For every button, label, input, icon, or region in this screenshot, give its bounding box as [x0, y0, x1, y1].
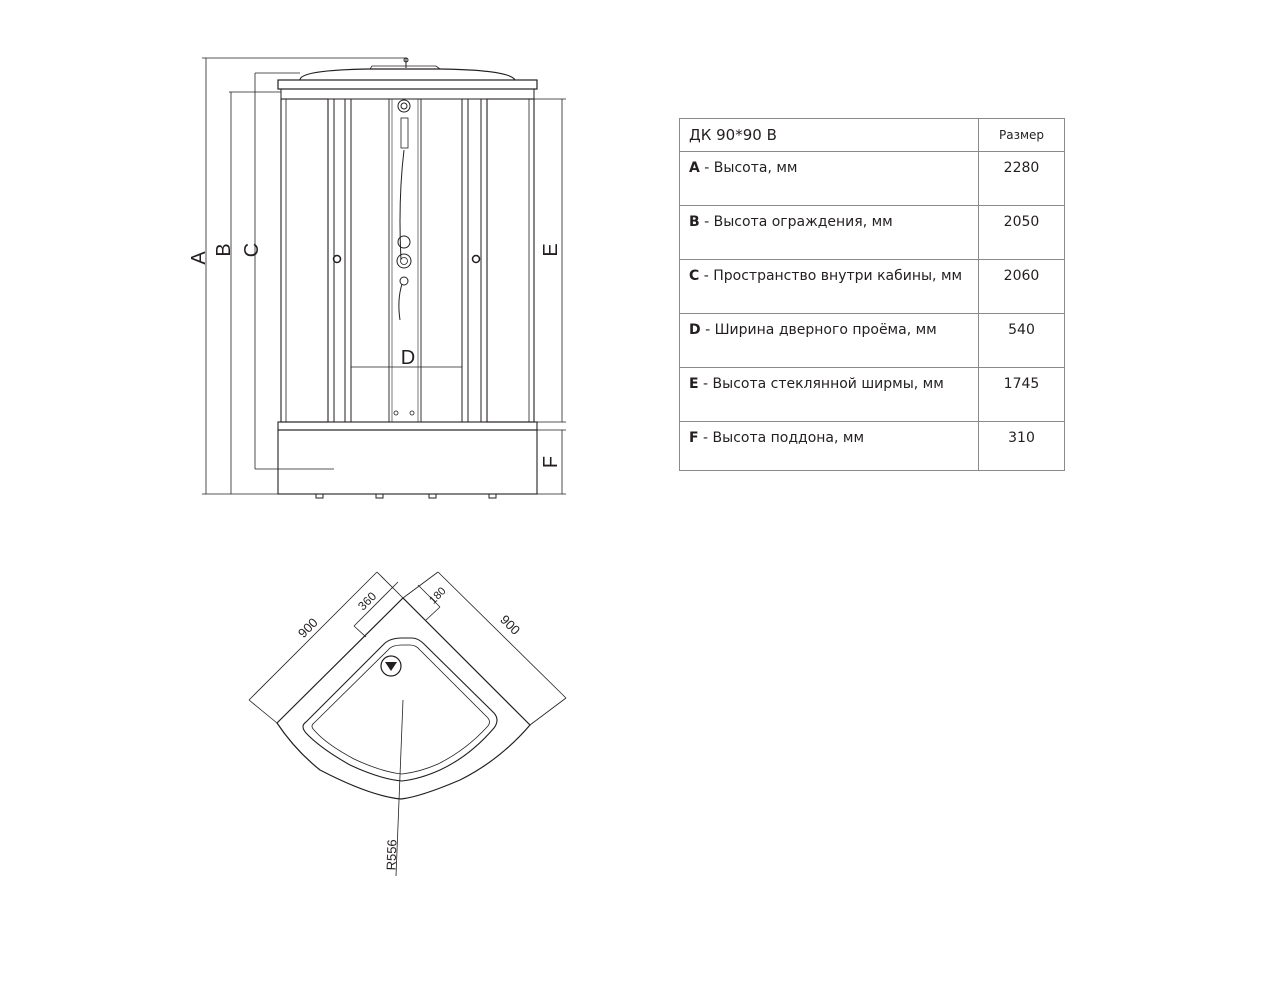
- label-e: E: [540, 243, 562, 256]
- row-letter: C: [689, 268, 700, 284]
- tray-rim: [277, 421, 538, 431]
- row-name: - Ширина дверного проёма, мм: [700, 322, 937, 338]
- row-value: 2050: [978, 205, 1065, 260]
- label-r556: R556: [383, 839, 399, 871]
- row-value: 540: [978, 313, 1065, 368]
- row-name: - Высота стеклянной ширмы, мм: [698, 376, 944, 392]
- door-handle-left: [332, 254, 342, 264]
- right-glass-panel: [486, 98, 535, 423]
- shower-head: [397, 99, 411, 113]
- row-name: - Высота, мм: [699, 160, 798, 176]
- label-c: C: [241, 243, 263, 257]
- shower-hose: [399, 149, 405, 261]
- label-180: 180: [427, 585, 448, 606]
- back-column: [388, 98, 422, 423]
- left-glass-panel: [280, 98, 329, 423]
- row-name: - Пространство внутри кабины, мм: [699, 268, 963, 284]
- table-row: A - Высота, мм 2280: [679, 151, 1065, 206]
- top-view: 900 900 360 180 R556: [248, 571, 567, 877]
- control-knob-1: [397, 235, 411, 249]
- row-value: 310: [978, 421, 1065, 471]
- table-row: C - Пространство внутри кабины, мм 2060: [679, 259, 1065, 314]
- door-handle-right: [471, 254, 481, 264]
- row-name: - Высота ограждения, мм: [699, 214, 893, 230]
- row-letter: E: [689, 376, 699, 392]
- label-b: B: [213, 243, 235, 256]
- row-letter: F: [689, 430, 699, 446]
- shower-tray: [277, 429, 538, 495]
- label-360: 360: [355, 589, 379, 613]
- spec-table-header: ДК 90*90 В Размер: [679, 118, 1065, 152]
- label-d: D: [401, 347, 415, 369]
- label-900-left: 900: [295, 615, 321, 641]
- dimension-lines: [202, 57, 566, 495]
- table-row: D - Ширина дверного проёма, мм 540: [679, 313, 1065, 368]
- row-value: 1745: [978, 367, 1065, 422]
- row-letter: D: [689, 322, 701, 338]
- row-letter: A: [689, 160, 700, 176]
- control-knob-2: [396, 253, 412, 269]
- row-value: 2060: [978, 259, 1065, 314]
- table-row: B - Высота ограждения, мм 2050: [679, 205, 1065, 260]
- top-frame: [277, 79, 538, 90]
- row-value: 2280: [978, 151, 1065, 206]
- front-view: A B C E F D: [188, 57, 566, 499]
- drain-icon: [380, 655, 402, 677]
- label-f: F: [540, 456, 562, 468]
- tray-outline: [276, 597, 531, 800]
- top-dimension-lines: [248, 571, 567, 877]
- tray-inner-bowl: [302, 637, 498, 782]
- spec-table-value-header: Размер: [978, 118, 1065, 152]
- table-row: E - Высота стеклянной ширмы, мм 1745: [679, 367, 1065, 422]
- spec-table: ДК 90*90 В Размер A - Высота, мм 2280 B …: [679, 118, 1065, 471]
- row-letter: B: [689, 214, 700, 230]
- table-row: F - Высота поддона, мм 310: [679, 421, 1065, 471]
- label-a: A: [188, 251, 210, 265]
- spec-table-title: ДК 90*90 В: [679, 118, 979, 152]
- row-name: - Высота поддона, мм: [698, 430, 865, 446]
- roof-dome: [299, 68, 516, 81]
